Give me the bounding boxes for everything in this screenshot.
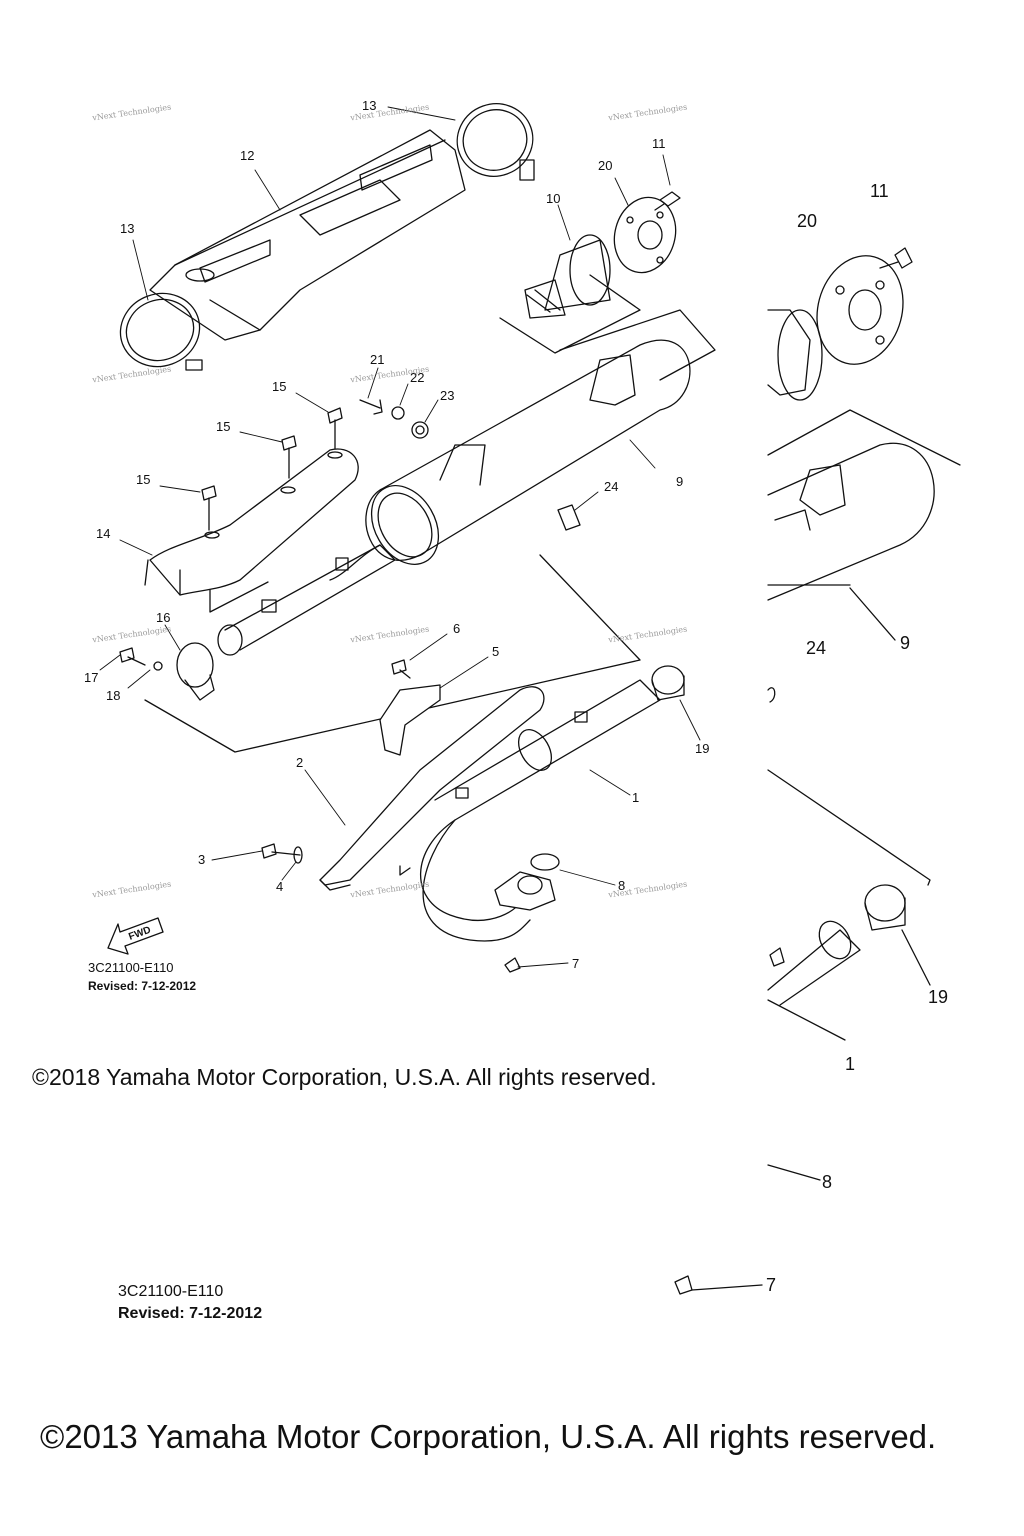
- bolt-part-17-washer-18: [119, 647, 163, 671]
- bolt-part-6: [391, 659, 411, 679]
- large-part-callout-19: 19: [928, 987, 948, 1007]
- part-callout-21: 21: [370, 352, 384, 367]
- bracket-part-5: [379, 684, 441, 756]
- exhaust-pipe-part-1: [420, 679, 661, 942]
- part-callout-11: 11: [652, 136, 666, 151]
- bush-part-24: [557, 504, 581, 531]
- fwd-arrow-icon: [107, 917, 164, 955]
- large-end-cap-part-20: [816, 255, 904, 365]
- part-callout-16: 16: [156, 610, 170, 625]
- part-callout-14: 14: [96, 526, 110, 541]
- part-callout-10: 10: [546, 191, 560, 206]
- heat-shield-part-12: [149, 129, 466, 341]
- bolt-part-3-washer-4: [261, 843, 303, 864]
- part-callout-17: 17: [84, 670, 98, 685]
- large-bolt-part-11: [879, 247, 913, 269]
- flange-part-8: [494, 853, 560, 911]
- part-callout-6: 6: [453, 621, 460, 636]
- revision-date-large: Revised: 7-12-2012: [118, 1305, 263, 1322]
- large-part-callout-11: 11: [870, 181, 889, 201]
- large-part-callout-1: 1: [845, 1054, 855, 1074]
- part-callout-12: 12: [240, 148, 254, 163]
- large-part-callout-8: 8: [822, 1172, 832, 1192]
- heat-shield-part-14: [144, 448, 359, 596]
- part-callout-15: 15: [216, 419, 230, 434]
- part-callout-2: 2: [296, 755, 303, 770]
- large-exhaust-pipe-part-1: [767, 920, 861, 1006]
- muffler-part-9: [329, 339, 691, 581]
- heat-protector-part-2: [319, 686, 545, 891]
- part-callout-13: 13: [362, 98, 376, 113]
- hardware-part-21-22-23: [359, 399, 429, 439]
- part-callout-13: 13: [120, 221, 134, 236]
- bolt-part-15-group: [201, 407, 343, 531]
- part-callout-22: 22: [410, 370, 424, 385]
- spark-arrestor-part-10: [524, 234, 611, 319]
- joint-pipe: [217, 544, 396, 656]
- part-callout-5: 5: [492, 644, 499, 659]
- part-callout-3: 3: [198, 852, 205, 867]
- clip-part-7: [504, 957, 521, 973]
- revision-date: Revised: 7-12-2012: [88, 979, 197, 993]
- large-muffler-part-9: [767, 442, 935, 601]
- large-part-callout-20: 20: [797, 211, 817, 231]
- part-callout-1: 1: [632, 790, 639, 805]
- part-callout-4: 4: [276, 879, 283, 894]
- drawing-code: 3C21100-E110: [88, 960, 174, 975]
- bolt-part-11: [654, 191, 681, 211]
- large-gasket-part-19: [864, 884, 906, 931]
- gasket-part-19: [651, 665, 685, 701]
- part-callout-18: 18: [106, 688, 120, 703]
- part-callout-7: 7: [572, 956, 579, 971]
- drawing-code-large: 3C21100-E110: [118, 1283, 224, 1300]
- large-part-callout-7: 7: [766, 1275, 776, 1295]
- part-callout-23: 23: [440, 388, 454, 403]
- part-callout-9: 9: [676, 474, 683, 489]
- part-callout-19: 19: [695, 741, 709, 756]
- part-callout-24: 24: [604, 479, 618, 494]
- part-callout-20: 20: [598, 158, 612, 173]
- large-spark-arrestor-part-10: [767, 309, 823, 401]
- clamp-part-16: [176, 642, 215, 701]
- part-callout-15: 15: [136, 472, 150, 487]
- end-cap-part-20: [613, 196, 677, 274]
- large-view: [674, 247, 961, 1295]
- large-part-callout-9: 9: [900, 633, 910, 653]
- clamp-part-13-left: [119, 292, 203, 371]
- large-part-callout-24: 24: [806, 638, 826, 658]
- copyright-notice-large: ©2013 Yamaha Motor Corporation, U.S.A. A…: [40, 1418, 937, 1455]
- clamp-part-13-right: [456, 103, 535, 181]
- large-clip-part-7: [674, 1275, 763, 1295]
- part-callout-8: 8: [618, 878, 625, 893]
- copyright-notice: ©2018 Yamaha Motor Corporation, U.S.A. A…: [32, 1064, 657, 1090]
- part-callout-15: 15: [272, 379, 286, 394]
